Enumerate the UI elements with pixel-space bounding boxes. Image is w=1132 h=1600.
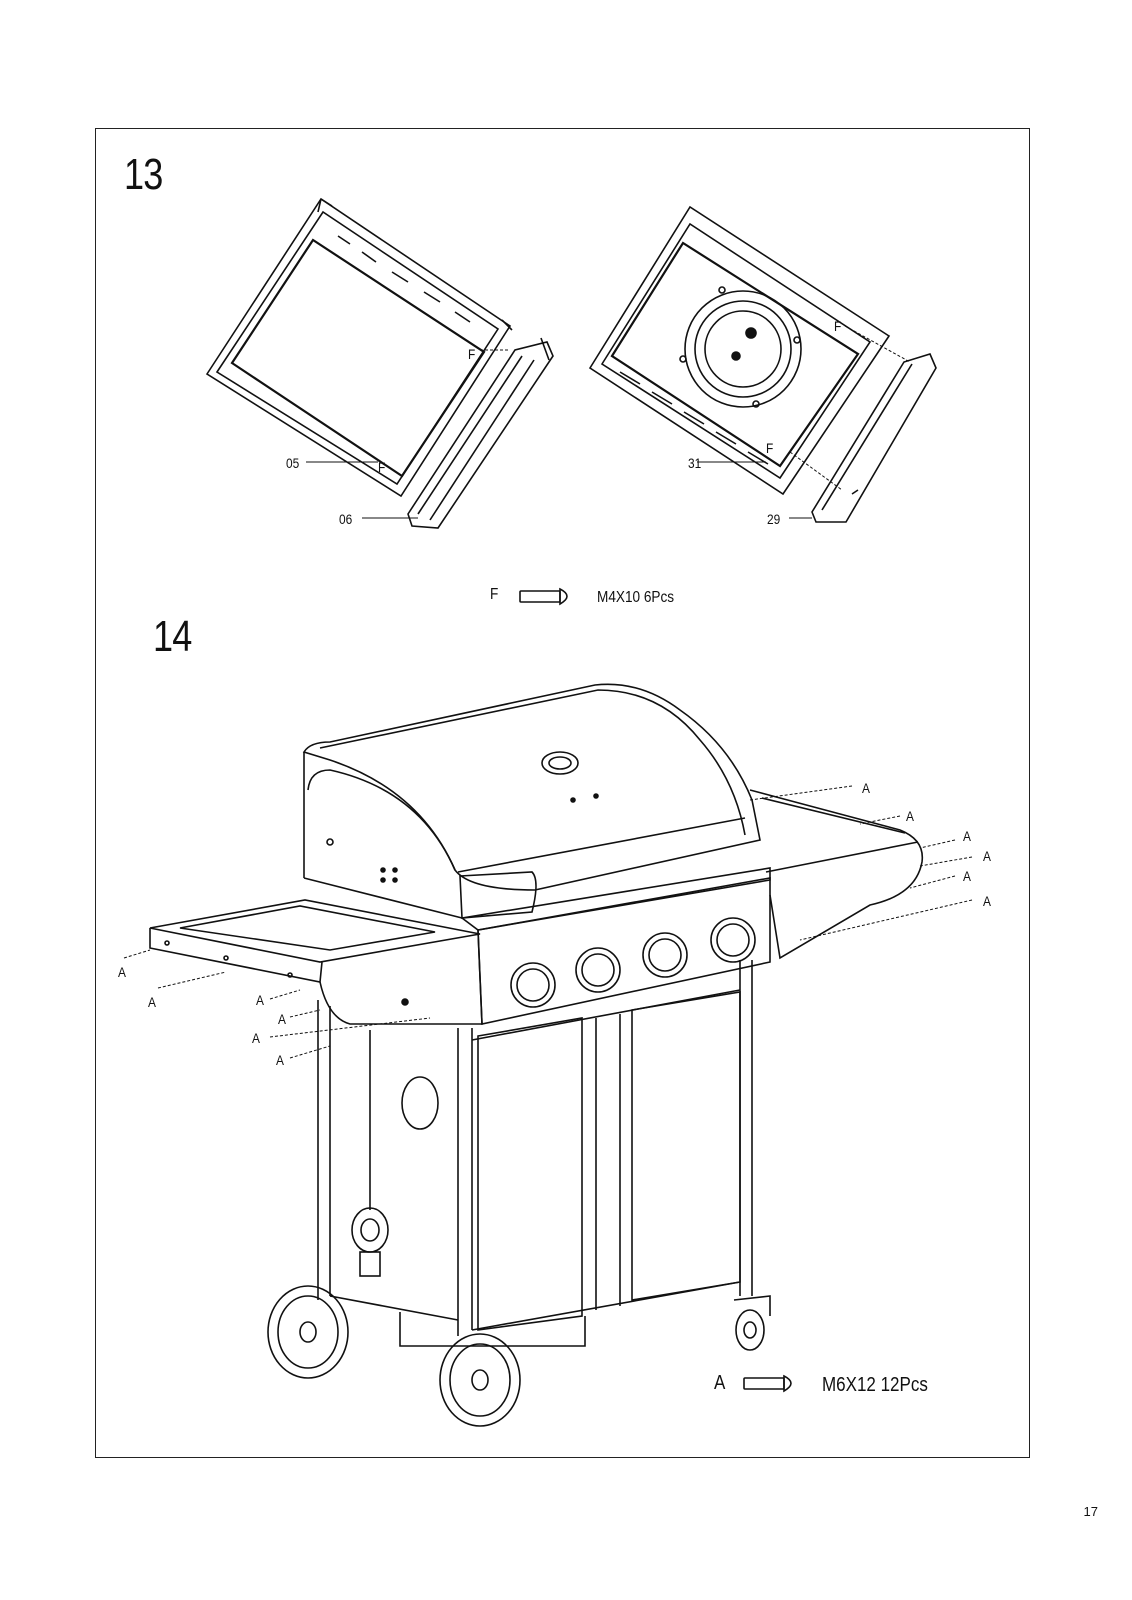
screw-callout-a: A [963,828,971,844]
caster-wheel [733,1295,771,1351]
grill-lid [302,683,761,919]
screw-callout-a: A [963,868,971,884]
grill-cart [317,960,753,1347]
side-shelf-rail-right [811,353,937,523]
wheel-left [267,1285,349,1379]
side-shelf-bottom-view [205,197,513,498]
side-shelf-rail-left [407,337,554,529]
hardware-spec-a: M6X12 12Pcs [822,1374,928,1396]
left-side-shelf [149,899,483,1025]
screw-guides [123,785,973,1059]
screw-callout-f: F [834,318,842,334]
right-side-shelf [749,789,924,960]
hardware-letter-a: A [714,1372,726,1394]
screw-callout-a: A [278,1011,286,1027]
hardware-spec-f: M4X10 6Pcs [597,589,675,606]
screw-callout-a: A [256,992,264,1008]
part-label-29: 29 [767,511,781,527]
screw-callout-a: A [118,964,126,980]
screw-callout-a: A [983,893,991,909]
side-burner-tray [588,205,891,496]
instruction-frame [95,128,1030,1458]
step-13-number: 13 [124,150,163,199]
screw-callout-a: A [906,808,914,824]
part-label-06: 06 [339,511,353,527]
screw-icon [743,1374,792,1393]
screw-callout-f: F [378,459,386,475]
screw-callout-a: A [276,1052,284,1068]
screw-callout-a: A [148,994,156,1010]
screw-callout-a: A [252,1030,260,1046]
screw-callout-a: A [862,780,870,796]
screw-icon [519,587,568,606]
part-label-05: 05 [286,455,300,471]
page-number: 17 [1083,1504,1098,1519]
hardware-letter-f: F [490,586,499,603]
screw-callout-a: A [983,848,991,864]
control-panel [460,867,771,1025]
screw-callout-f: F [468,346,476,362]
wheel-right [439,1333,521,1427]
part-label-31: 31 [688,455,702,471]
step-14-number: 14 [153,612,192,661]
screw-callout-f: F [766,440,774,456]
